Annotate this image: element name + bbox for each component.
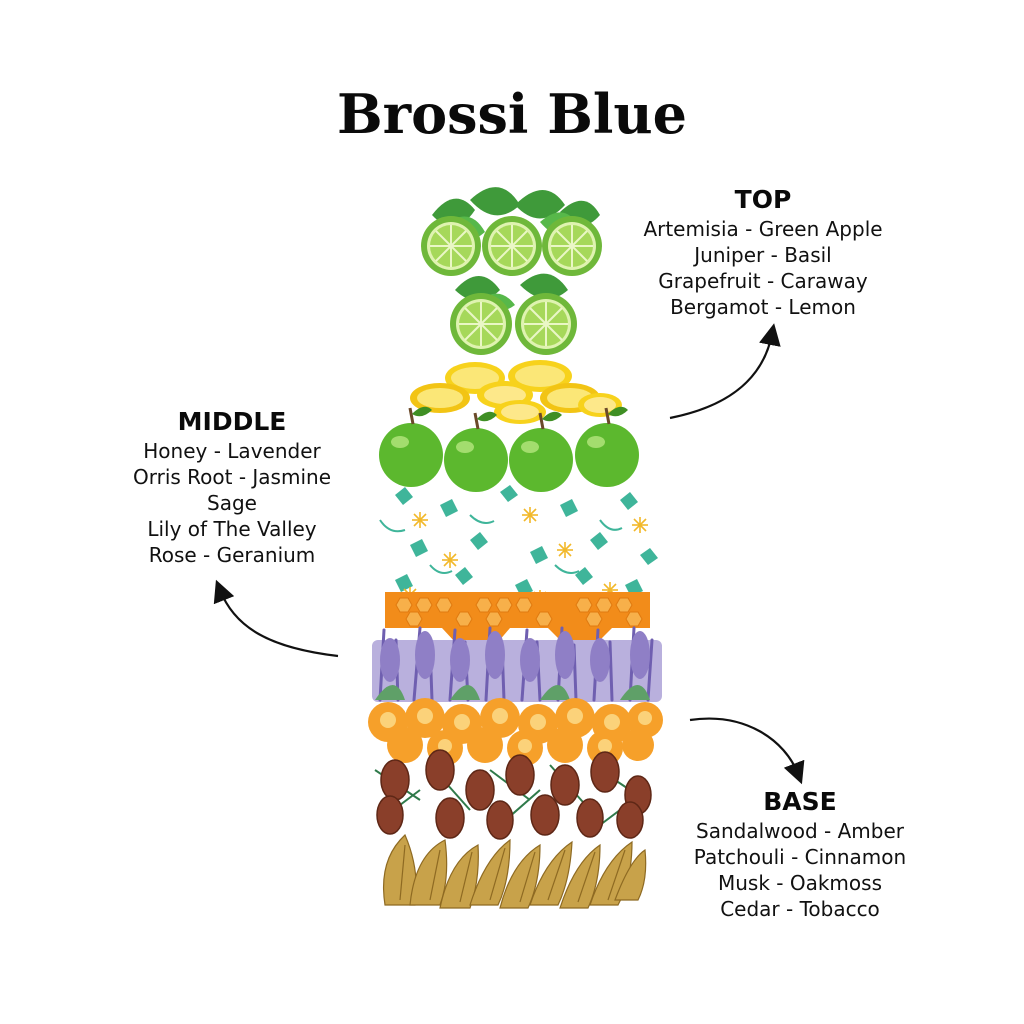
- lime-slice: [421, 216, 481, 276]
- top-note-line: Artemisia - Green Apple: [643, 217, 883, 241]
- middle-arrow: [213, 579, 339, 658]
- middle-note-line: Honey - Lavender: [143, 439, 321, 463]
- base-note-line: Sandalwood - Amber: [696, 819, 904, 843]
- middle-note-line: Rose - Geranium: [148, 543, 316, 567]
- lime-slice: [482, 216, 542, 276]
- lime-leaves-layer: [421, 187, 602, 355]
- lime-slice: [515, 293, 577, 355]
- middle-note-line: Orris Root - Jasmine: [132, 465, 331, 489]
- top-note-line: Juniper - Basil: [694, 243, 832, 267]
- lime-slice: [450, 293, 512, 355]
- lavender-layer: [372, 626, 662, 702]
- green-apples-layer: [379, 406, 639, 492]
- middle-notes-heading: MIDDLE: [177, 407, 287, 436]
- middle-note-line: Lily of The Valley: [147, 517, 317, 541]
- lime-slice: [542, 216, 602, 276]
- green-apple: [575, 406, 639, 487]
- middle-notes-block: MIDDLE Honey - Lavender Orris Root - Jas…: [92, 406, 372, 568]
- tobacco-leaves-layer: [382, 833, 647, 909]
- herb-flower-pattern-layer: [379, 485, 658, 609]
- base-note-line: Cedar - Tobacco: [720, 897, 880, 921]
- green-apple: [379, 406, 443, 487]
- base-notes-heading: BASE: [763, 787, 837, 816]
- base-notes-block: BASE Sandalwood - Amber Patchouli - Cinn…: [650, 786, 950, 922]
- lemon-slices-layer: [410, 360, 622, 424]
- top-notes-block: TOP Artemisia - Green Apple Juniper - Ba…: [603, 184, 923, 320]
- page-title: Brossi Blue: [337, 82, 687, 146]
- green-apple: [444, 411, 508, 492]
- top-notes-heading: TOP: [734, 185, 792, 214]
- base-note-line: Patchouli - Cinnamon: [693, 845, 907, 869]
- top-note-line: Grapefruit - Caraway: [658, 269, 868, 293]
- pine-cones-layer: [374, 749, 652, 840]
- top-note-line: Bergamot - Lemon: [670, 295, 856, 319]
- middle-note-line: Sage: [207, 491, 257, 515]
- base-note-line: Musk - Oakmoss: [717, 871, 882, 895]
- green-apple: [509, 411, 573, 492]
- orange-roses-layer: [368, 698, 663, 766]
- honeycomb-layer: [385, 592, 650, 642]
- top-arrow: [669, 323, 781, 420]
- base-arrow: [689, 717, 805, 785]
